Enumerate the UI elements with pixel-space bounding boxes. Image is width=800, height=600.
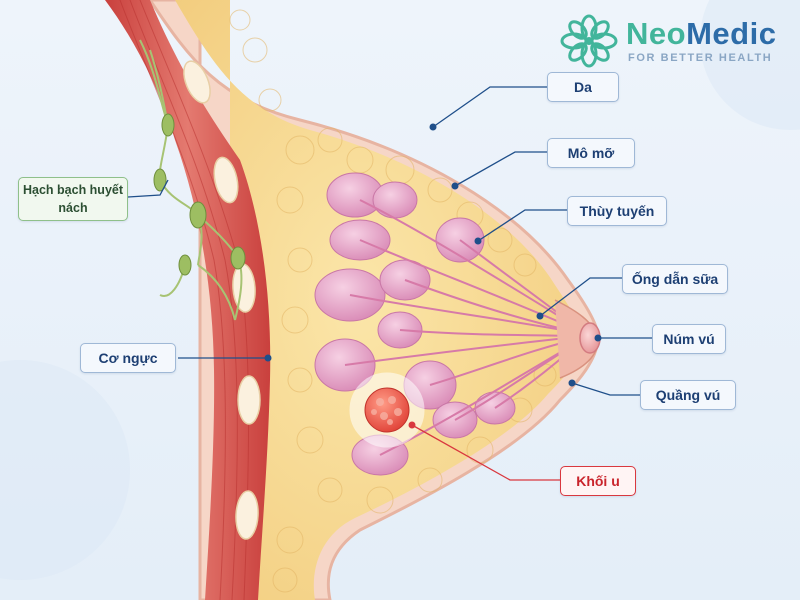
- tumor-leader-line: [411, 424, 560, 481]
- label-fat-tissue: Mô mỡ: [547, 138, 635, 168]
- label-areola: Quầng vú: [640, 380, 736, 410]
- brand-tagline: FOR BETTER HEALTH: [628, 52, 773, 64]
- label-lobules: Thùy tuyến: [567, 196, 667, 226]
- brand-header: NeoMedic FOR BETTER HEALTH: [560, 14, 790, 68]
- label-lymph-nodes-line2: nách: [58, 201, 88, 215]
- brand-name-neo: Neo: [626, 16, 687, 51]
- label-lymph-nodes-line1: Hạch bạch huyết: [22, 183, 124, 197]
- label-milk-ducts: Ống dẫn sữa: [622, 264, 728, 294]
- tumor-leader-dot: [408, 421, 416, 429]
- label-lymph-nodes: Hạch bạch huyết nách: [18, 177, 128, 221]
- brand-name: NeoMedic: [626, 16, 776, 52]
- flower-logo-icon: [560, 14, 618, 68]
- tumor-texture: [371, 396, 402, 425]
- leader-lines: [127, 86, 652, 396]
- lymph-nodes: [153, 113, 246, 276]
- brand-name-medic: Medic: [686, 16, 777, 51]
- label-tumor: Khối u: [560, 466, 636, 496]
- label-nipple: Núm vú: [652, 324, 726, 354]
- tumor-mass: [364, 387, 410, 433]
- label-pectoral-muscle: Cơ ngực: [80, 343, 176, 373]
- label-skin: Da: [547, 72, 619, 102]
- ribs: [183, 60, 261, 540]
- pectoral-muscle: [105, 0, 271, 600]
- leader-dots: [264, 123, 602, 387]
- fat-texture: [229, 9, 557, 593]
